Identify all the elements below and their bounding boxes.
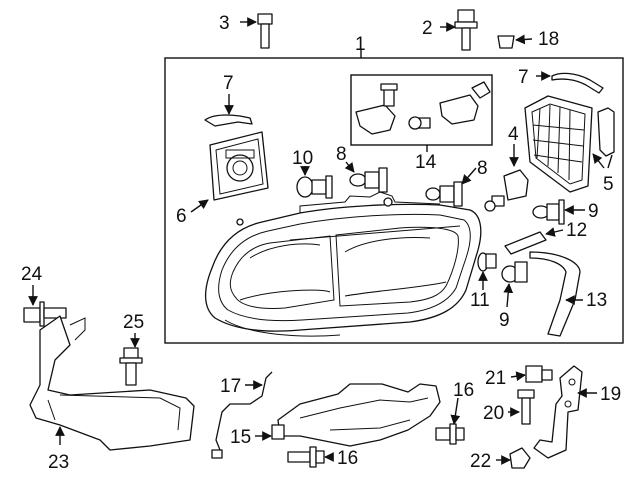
callout-10: 10 <box>292 148 313 169</box>
clip-nut-icon <box>497 35 515 49</box>
nut-icon <box>509 447 531 469</box>
callout-25: 25 <box>123 312 144 333</box>
clip-icon <box>204 114 253 127</box>
bolt-icon <box>23 301 67 327</box>
bracket-set-icon <box>355 81 491 135</box>
callout-8a: 8 <box>336 144 347 165</box>
callout-6: 6 <box>176 206 187 227</box>
callout-3: 3 <box>219 13 230 34</box>
callout-12: 12 <box>566 220 587 241</box>
headlamp-assembly <box>204 191 482 337</box>
callout-7b: 7 <box>518 67 529 88</box>
callout-21: 21 <box>485 368 506 389</box>
rear-cover-icon <box>524 95 615 193</box>
subassembly-frame-14 <box>350 74 493 146</box>
bolt-icon <box>517 389 535 425</box>
callout-15: 15 <box>230 427 251 448</box>
callout-16a: 16 <box>337 448 358 469</box>
bulb-icon <box>349 167 388 193</box>
trim-strip-icon <box>529 251 581 337</box>
callout-17: 17 <box>220 376 241 397</box>
clip-icon <box>551 72 604 94</box>
connector-icon <box>211 449 223 459</box>
led-strip-icon <box>504 231 547 255</box>
support-bracket-icon <box>29 315 195 451</box>
bolt-icon <box>119 347 143 386</box>
bulb-icon <box>296 175 333 199</box>
callout-8b: 8 <box>477 158 488 179</box>
bulb-icon <box>501 261 528 283</box>
wiring-icon <box>215 371 273 451</box>
bolt-icon <box>454 9 478 51</box>
callout-4: 4 <box>508 124 519 145</box>
bulb-icon <box>484 169 529 212</box>
bulb-icon <box>477 252 497 272</box>
callout-11: 11 <box>470 290 490 311</box>
callout-2: 2 <box>422 18 433 39</box>
callout-9b: 9 <box>499 310 510 331</box>
bolt-icon <box>435 423 465 445</box>
bolt-icon <box>525 365 553 383</box>
callout-19: 19 <box>600 384 621 405</box>
assembly-frame <box>164 57 624 344</box>
callout-20: 20 <box>483 403 504 424</box>
callout-23: 23 <box>48 452 69 473</box>
callout-18: 18 <box>538 29 559 50</box>
bolt-icon <box>287 446 325 468</box>
side-bracket-icon <box>533 365 583 459</box>
callout-7a: 7 <box>223 73 234 94</box>
callout-5: 5 <box>603 174 614 195</box>
callout-22: 22 <box>470 451 491 472</box>
callout-14: 14 <box>415 152 437 173</box>
mounting-bracket-icon <box>271 383 441 447</box>
bolt-icon <box>257 13 273 49</box>
projector-housing-icon <box>209 131 269 201</box>
callout-1: 1 <box>355 34 366 55</box>
callout-9a: 9 <box>588 201 599 222</box>
callout-16b: 16 <box>453 380 474 401</box>
bulb-icon <box>532 199 565 225</box>
callout-13: 13 <box>586 290 607 311</box>
bulb-icon <box>425 181 463 207</box>
callout-24: 24 <box>21 264 43 285</box>
